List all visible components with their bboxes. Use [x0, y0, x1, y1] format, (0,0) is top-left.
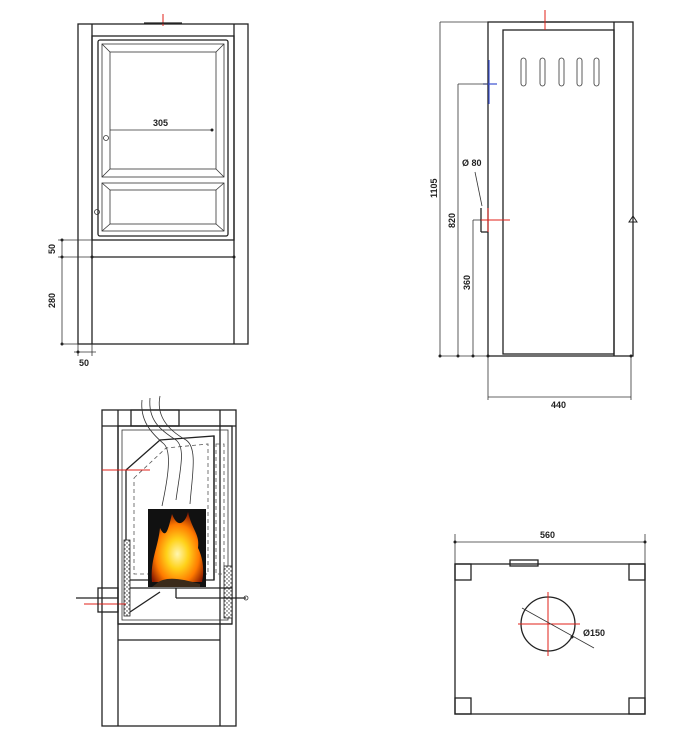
glass-outer [101, 43, 225, 178]
dim-label-outlet-dia: Ø150 [583, 628, 605, 638]
dim-label-depth: 440 [551, 400, 566, 410]
leg-top-left [454, 563, 472, 581]
section-flue-outlet [130, 409, 180, 427]
ash-panel-inner [109, 189, 217, 225]
leg-top-right [628, 563, 646, 581]
leg-bottom-right [628, 697, 646, 715]
dim-label-flue-dia: Ø 80 [462, 158, 482, 168]
side-panel [502, 29, 615, 355]
ash-panel-outer [101, 182, 225, 232]
glass-inner [109, 51, 217, 170]
leg-bottom-left [454, 697, 472, 715]
top-view: 560 Ø150 [453, 530, 647, 715]
door-panel [97, 39, 229, 237]
side-body-outline [487, 21, 634, 357]
firebox-liner [121, 429, 229, 621]
side-knob-icon [628, 215, 638, 223]
air-inlet-pipe [97, 587, 119, 613]
air-control-knob-icon [243, 595, 249, 601]
flame [151, 512, 204, 582]
vent-slots [520, 57, 600, 87]
front-view: 305 50 280 50 [47, 14, 249, 368]
ash-knob-icon [94, 209, 100, 215]
dim-label-front-width: 305 [153, 118, 168, 128]
dim-label-lower: 280 [47, 293, 57, 308]
side-insulation [223, 565, 233, 619]
side-view: 1105 820 Ø 80 360 440 [429, 10, 638, 410]
top-air-inlet [509, 559, 539, 567]
dim-label-top-width: 560 [540, 530, 555, 540]
door-frame [91, 35, 235, 241]
door-knob-icon [103, 135, 109, 141]
dim-label-plinth: 50 [47, 244, 57, 254]
dim-label-leg: 50 [79, 358, 89, 368]
top-body-outline [454, 563, 646, 715]
dim-label-height: 1105 [429, 178, 439, 198]
dim-label-air-height: 360 [462, 275, 472, 290]
section-view [76, 395, 249, 727]
dim-label-flue-height: 820 [447, 213, 457, 228]
